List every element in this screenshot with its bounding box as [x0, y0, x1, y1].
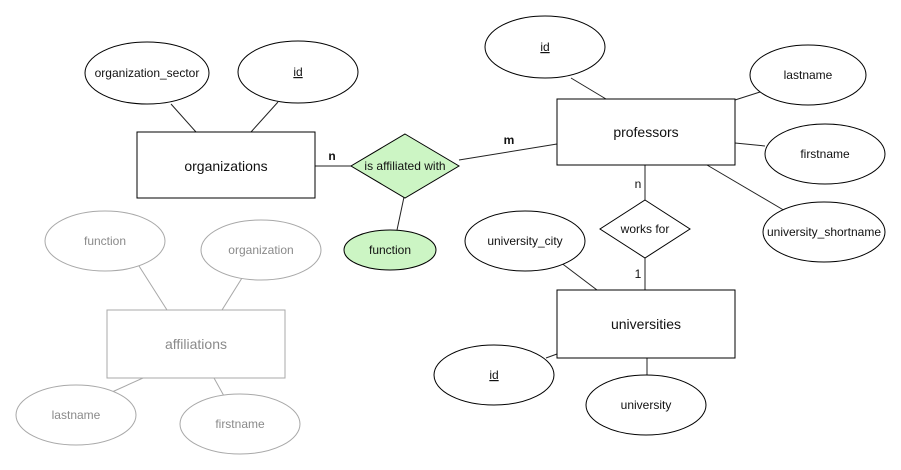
line-lastname-professors	[734, 91, 761, 101]
attribute-organization-id[interactable]: id	[237, 40, 359, 104]
attribute-ellipse	[44, 210, 166, 272]
attribute-professor-id[interactable]: id	[484, 15, 606, 79]
attribute-label: function	[369, 243, 411, 257]
attribute-ellipse	[433, 344, 555, 406]
attribute-label-key: id	[540, 40, 549, 54]
entity-box	[136, 131, 316, 199]
entity-organizations[interactable]: organizations	[136, 131, 316, 199]
attribute-ellipse	[585, 374, 707, 436]
line-profid-professors	[570, 77, 607, 100]
line-firstname-professors	[734, 142, 766, 147]
entity-professors[interactable]: professors	[556, 98, 736, 166]
attribute-ellipse	[15, 384, 137, 446]
relationship-label: is affiliated with	[364, 159, 445, 173]
attribute-label: lastname	[784, 68, 833, 82]
faded-connectors	[111, 265, 243, 397]
attribute-university-id[interactable]: id	[433, 344, 555, 406]
attribute-professor-firstname[interactable]: firstname	[764, 123, 886, 185]
attribute-ellipse	[179, 393, 301, 455]
entity-box	[556, 289, 736, 359]
line-afffunction-affiliations	[138, 265, 168, 311]
attribute-label: lastname	[52, 408, 101, 422]
cardinality-organizations: n	[328, 149, 335, 163]
connectors	[170, 77, 793, 375]
attribute-relationship-function[interactable]: function	[343, 229, 437, 271]
attribute-label: university_shortname	[767, 225, 881, 239]
attribute-university-shortname[interactable]: university_shortname	[762, 201, 886, 263]
cardinality-universities: 1	[635, 267, 642, 281]
attribute-ellipse	[484, 15, 606, 79]
line-unicity-universities	[559, 261, 598, 291]
attribute-ellipse	[237, 40, 359, 104]
attribute-ellipse	[200, 219, 322, 281]
attribute-label: university	[621, 398, 672, 412]
line-afffirstname-affiliations	[213, 377, 225, 397]
entity-label: organizations	[184, 158, 267, 174]
attribute-ellipse	[749, 44, 867, 106]
line-uniid-universities	[545, 353, 558, 359]
entity-label: professors	[613, 124, 678, 140]
line-afflastname-affiliations	[111, 377, 144, 393]
line-affiliated-professors	[458, 143, 558, 161]
attribute-label-key: id	[293, 65, 302, 79]
attribute-label: university_city	[487, 234, 562, 248]
relationship-diamond	[350, 133, 460, 199]
attribute-university-city[interactable]: university_city	[464, 210, 586, 272]
attribute-label: organization	[228, 243, 293, 257]
entity-box	[106, 309, 286, 379]
relationship-works-for[interactable]: works for	[599, 199, 691, 259]
attribute-university-name[interactable]: university	[585, 374, 707, 436]
attribute-ellipse	[343, 229, 437, 271]
line-orgid-organizations	[250, 101, 279, 133]
entity-universities[interactable]: universities	[556, 289, 736, 359]
attribute-label-key: id	[489, 368, 498, 382]
attribute-label: firstname	[800, 147, 850, 161]
line-unishort-professors	[706, 164, 793, 216]
attribute-professor-lastname[interactable]: lastname	[749, 44, 867, 106]
entity-label: affiliations	[165, 336, 227, 352]
entity-label: universities	[611, 316, 681, 332]
line-affiliated-function	[396, 196, 405, 231]
attribute-ellipse	[762, 201, 886, 263]
relationship-label: works for	[620, 222, 670, 236]
relationship-diamond	[599, 199, 691, 259]
entity-affiliations[interactable]: affiliations	[106, 309, 286, 379]
attribute-label: function	[84, 234, 126, 248]
attribute-affiliation-organization[interactable]: organization	[200, 219, 322, 281]
attribute-label: firstname	[215, 417, 265, 431]
line-afforganization-affiliations	[221, 277, 243, 311]
attribute-organization-sector[interactable]: organization_sector	[84, 41, 210, 105]
attribute-affiliation-firstname[interactable]: firstname	[179, 393, 301, 455]
cardinality-professors-works-for: n	[635, 177, 642, 191]
attribute-affiliation-lastname[interactable]: lastname	[15, 384, 137, 446]
attribute-ellipse	[84, 41, 210, 105]
cardinality-professors-affiliated: m	[504, 133, 515, 147]
attribute-affiliation-function[interactable]: function	[44, 210, 166, 272]
attribute-ellipse	[464, 210, 586, 272]
attribute-ellipse	[764, 123, 886, 185]
attribute-label: organization_sector	[95, 66, 200, 80]
entity-box	[556, 98, 736, 166]
relationship-affiliated[interactable]: is affiliated with	[350, 133, 460, 199]
line-orgsector-organizations	[170, 103, 197, 133]
